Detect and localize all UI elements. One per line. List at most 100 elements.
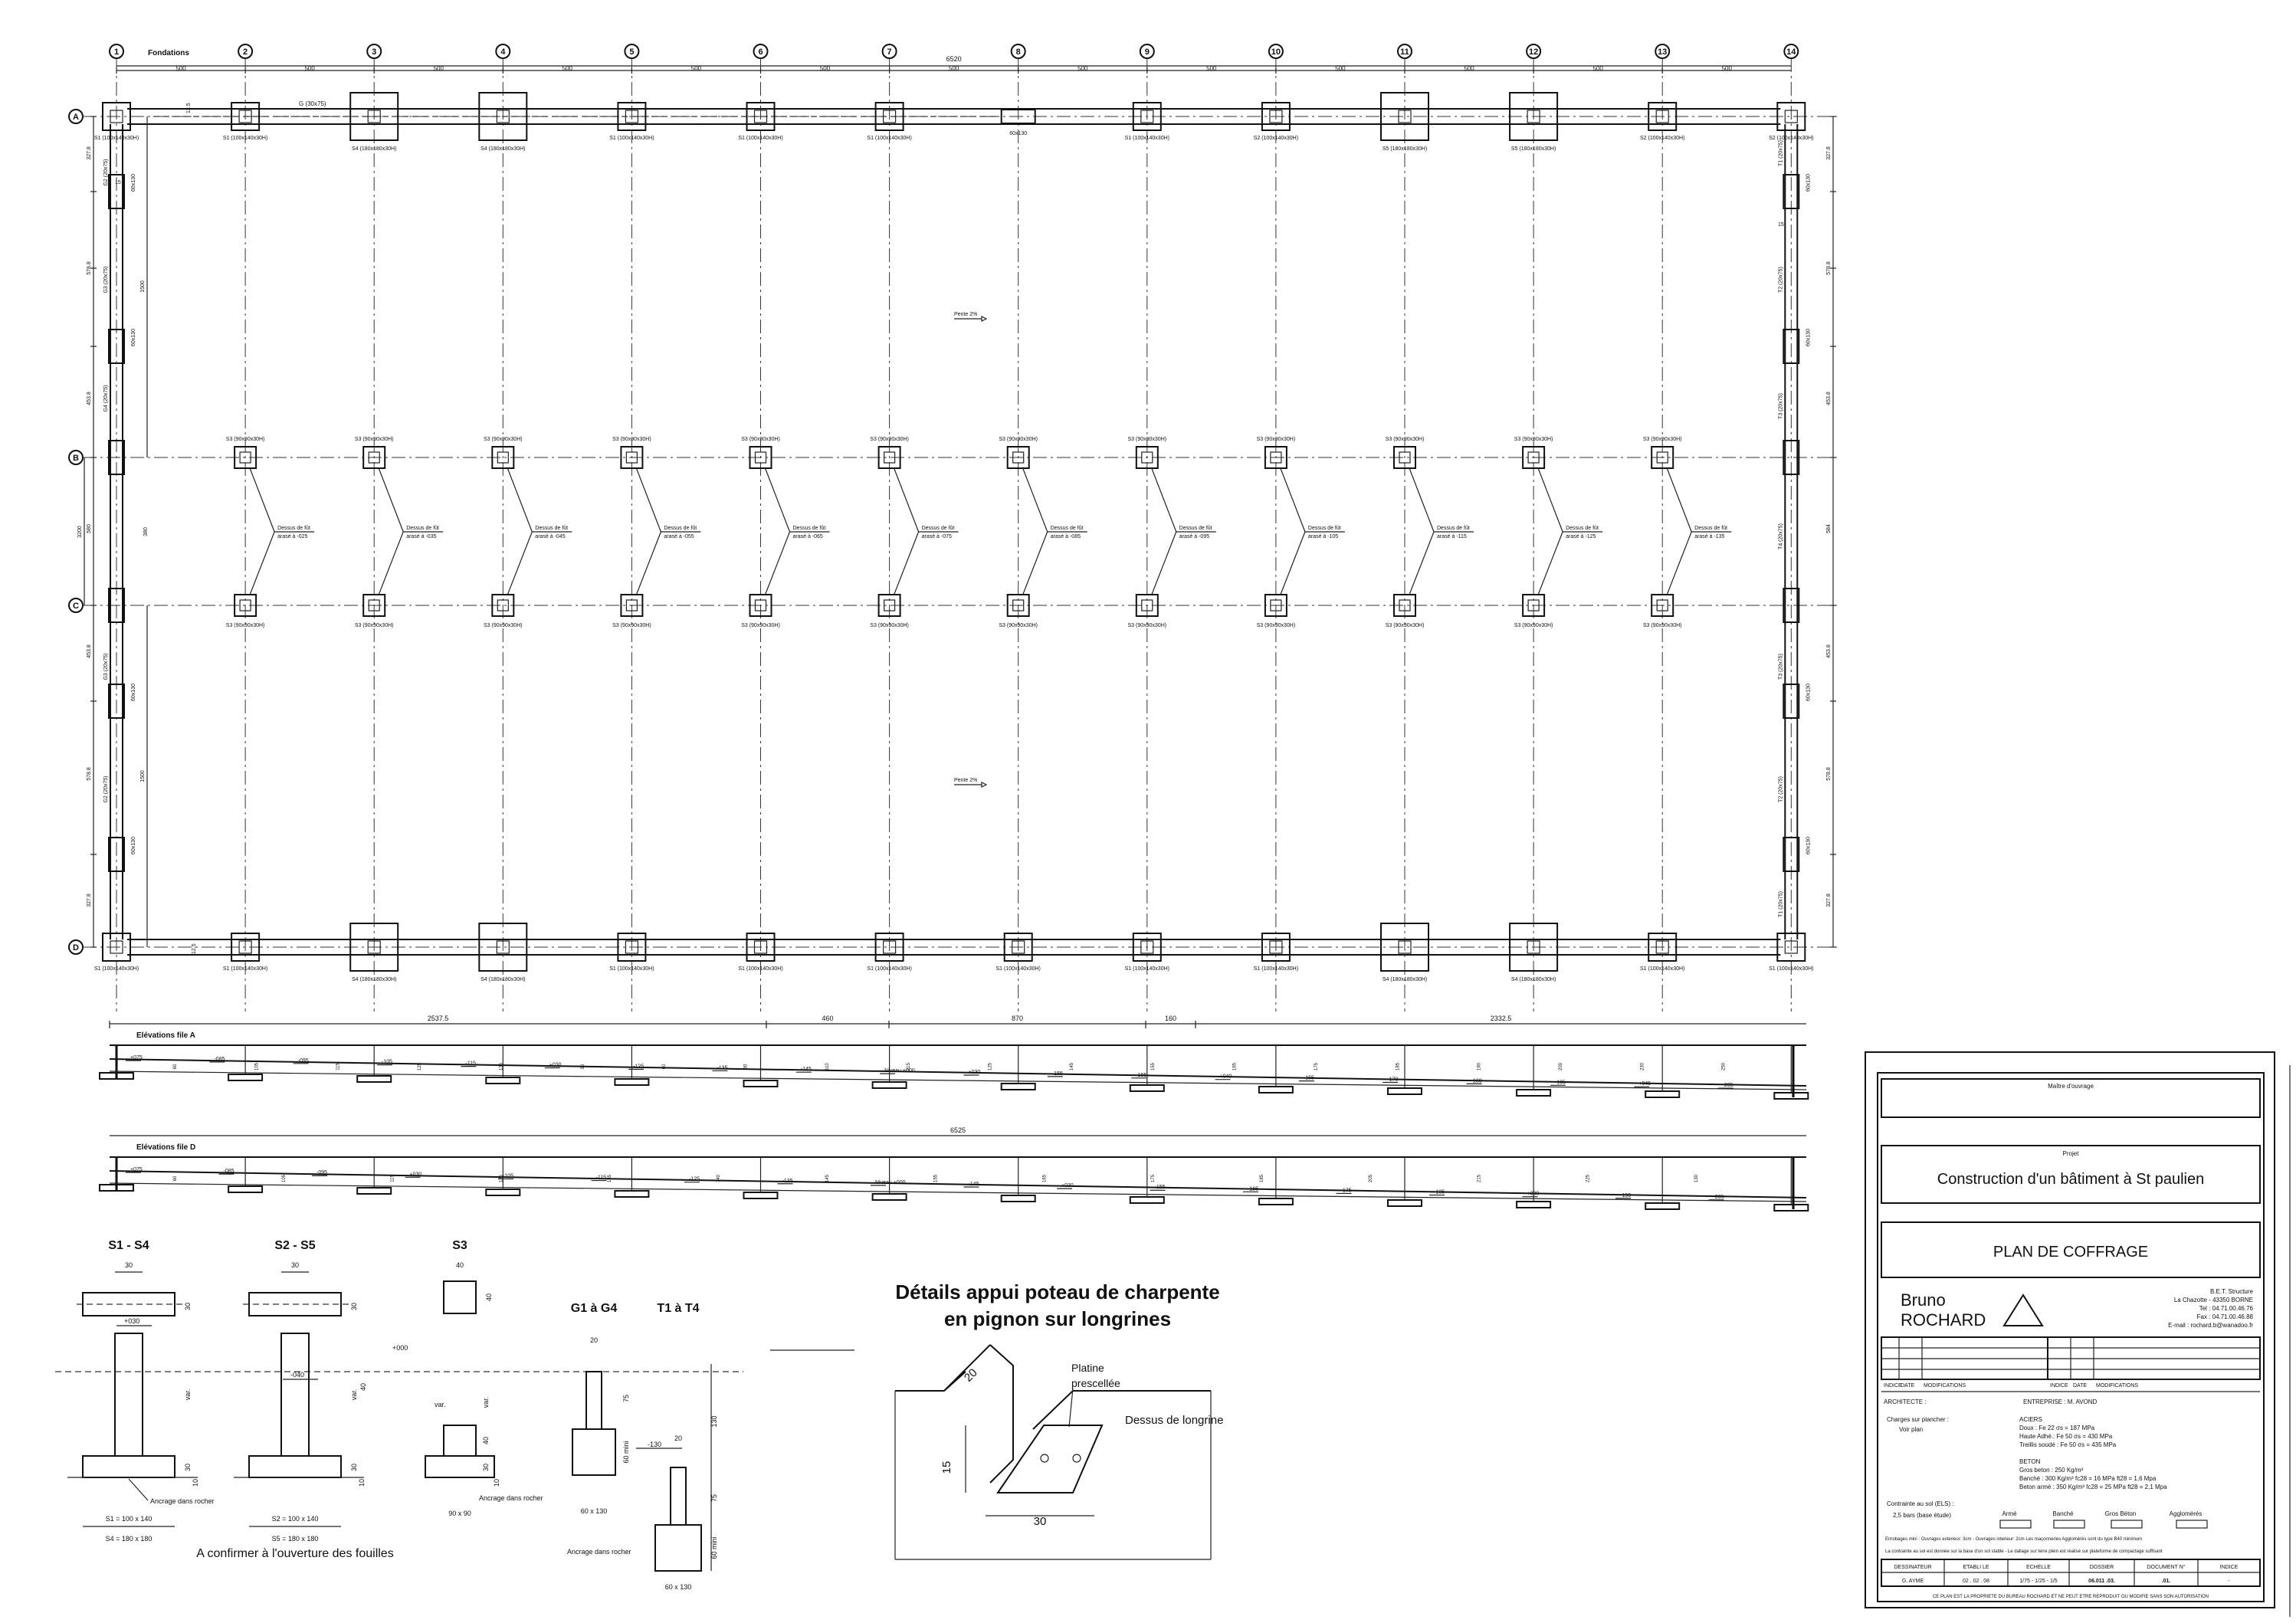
elevation-d-height: 60 xyxy=(173,1175,178,1181)
small-dim: 12.5 xyxy=(186,103,192,113)
info-value: - xyxy=(2228,1579,2230,1584)
detail-title: S2 - S5 xyxy=(274,1239,315,1252)
small-dim: 15 xyxy=(115,180,121,185)
elevation-a-level: +040 xyxy=(1220,1074,1232,1080)
slab-note: arasé à -055 xyxy=(664,534,694,539)
side-footing xyxy=(1783,684,1800,719)
support-title-1: Détails appui poteau de charpente xyxy=(895,1280,1219,1303)
right-dim: 327.8 xyxy=(1826,893,1832,907)
bet-line: La Chazotte - 43350 BORNE xyxy=(2174,1297,2253,1303)
shaft xyxy=(585,1371,602,1430)
shaft xyxy=(280,1333,310,1457)
inner-label: S3 (90x90x30H) xyxy=(1386,623,1425,628)
elevation-d-level: Niveau +000 xyxy=(875,1180,906,1185)
row-a-label: S1 (100x140x30H) xyxy=(94,136,139,141)
leader xyxy=(894,467,920,533)
detail-note: Ancrage dans rocher xyxy=(567,1548,631,1556)
bolt-hole xyxy=(1040,1454,1049,1463)
elevation-d-level: -085 xyxy=(224,1169,235,1174)
footing-column xyxy=(1012,940,1025,954)
elev-footing xyxy=(1387,1087,1422,1095)
detail-d1: 40 xyxy=(482,1437,490,1444)
footing xyxy=(231,102,261,131)
concrete-line: Beton armé : 350 Kg/m³ fc28 = 25 MPa ft2… xyxy=(2019,1484,2167,1490)
owner-box xyxy=(1881,1078,2261,1118)
inner-label: S3 (90x90x30H) xyxy=(1514,623,1553,628)
footing-column xyxy=(496,110,510,123)
elevation-d-level: -185 xyxy=(1434,1190,1445,1195)
slab-note: arasé à -075 xyxy=(922,534,952,539)
leader xyxy=(1151,467,1177,533)
footing-column xyxy=(1140,940,1154,954)
elevation-d-level: -165 xyxy=(1248,1186,1258,1192)
side-footing xyxy=(1783,329,1800,364)
detail-dim: 90 x 90 xyxy=(448,1510,471,1517)
elevation-a-level: -170 xyxy=(1387,1077,1398,1083)
footing-column xyxy=(238,110,252,123)
row-a-label: S4 (180x180x30H) xyxy=(481,146,525,152)
leader xyxy=(507,467,533,533)
inner-column xyxy=(1399,599,1411,611)
base xyxy=(654,1524,702,1572)
leader xyxy=(764,467,791,533)
footing xyxy=(102,102,131,131)
detail-d3: 10 xyxy=(493,1479,500,1487)
row-d-label: S1 (100x140x30H) xyxy=(867,966,911,972)
row-d-label: S1 (100x140x30H) xyxy=(1125,966,1169,972)
elevation-a-level: +075 xyxy=(130,1055,143,1061)
footing xyxy=(102,933,131,962)
wall-left xyxy=(895,1344,991,1392)
detail-level: -040 xyxy=(290,1371,304,1379)
bay-width: 500 xyxy=(691,65,702,72)
inner-footing xyxy=(362,594,386,617)
leader xyxy=(249,531,275,595)
elevation-a-height: 80 xyxy=(743,1064,748,1069)
concrete-line: Banché : 300 Kg/m³ fc28 = 16 MPa ft28 = … xyxy=(2019,1475,2157,1482)
side-footing-label: 60x130 xyxy=(131,684,136,701)
leader xyxy=(128,1478,149,1501)
footing xyxy=(1380,923,1429,972)
footing xyxy=(1261,102,1291,131)
inner-footing xyxy=(620,594,644,617)
inner-column xyxy=(239,451,251,464)
elevation-a-title: Elévations file A xyxy=(136,1031,195,1040)
bay-width: 500 xyxy=(434,65,444,72)
footing xyxy=(1776,933,1806,962)
footing-column xyxy=(1655,940,1669,954)
detail-level: +030 xyxy=(124,1317,139,1325)
mod-header: DATE xyxy=(2073,1383,2087,1389)
slab-note: Dessus de fût xyxy=(793,526,826,531)
bc-dim: 3200 xyxy=(77,526,83,538)
legend-swatch xyxy=(1999,1520,2032,1529)
footing xyxy=(874,102,904,131)
elevation-a-height: 230 xyxy=(1640,1062,1645,1071)
elevation-a-level: -195 xyxy=(1555,1080,1566,1085)
elev-footing xyxy=(1258,1198,1294,1205)
row-d-label: S1 (100x140x30H) xyxy=(609,966,654,972)
detail-level: -130 xyxy=(648,1441,661,1448)
footing-column xyxy=(367,110,381,123)
project-name: Construction d'un bâtiment à St paulien xyxy=(1937,1171,2204,1188)
elevation-a-level: -205 xyxy=(1723,1083,1733,1088)
inner-footing xyxy=(1135,446,1159,469)
side-footing-label: 60x130 xyxy=(1806,837,1811,854)
elevation-d-height: 145 xyxy=(825,1174,830,1182)
slab-note: arasé à -095 xyxy=(1179,534,1209,539)
elevation-a-height: 165 xyxy=(1233,1062,1238,1071)
leader xyxy=(378,531,404,595)
mod-header: INDICE xyxy=(2050,1383,2068,1389)
footing xyxy=(1776,102,1806,131)
footing-column xyxy=(1784,110,1798,123)
side-footing xyxy=(1783,440,1800,475)
inner-column xyxy=(497,599,509,611)
left-dim: 578.8 xyxy=(87,261,92,275)
row-a-label: S4 (180x180x30H) xyxy=(352,146,396,152)
slab-note: arasé à -115 xyxy=(1437,534,1467,539)
bet-line: B.E.T. Structure xyxy=(2210,1288,2254,1295)
author-1: Bruno xyxy=(1901,1290,1946,1310)
elev-footing xyxy=(1000,1195,1036,1202)
detail-dim2: S5 = 180 x 180 xyxy=(272,1535,319,1543)
slab-note: arasé à -035 xyxy=(406,534,436,539)
row-d-label: S1 (100x140x30H) xyxy=(996,966,1041,972)
detail-dim1: S1 = 100 x 140 xyxy=(106,1515,153,1523)
